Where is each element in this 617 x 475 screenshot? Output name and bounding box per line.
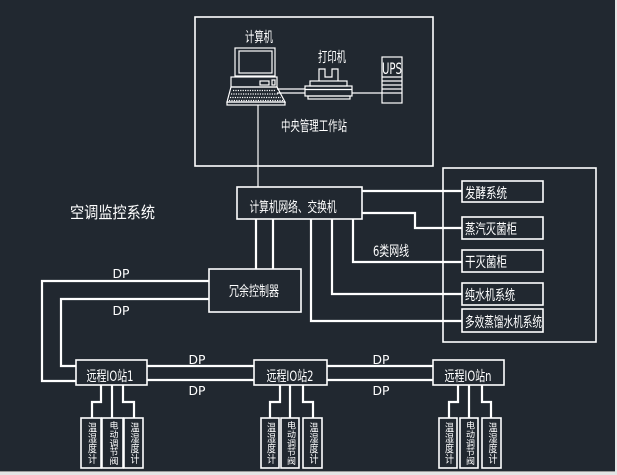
dp-label: DP xyxy=(373,384,390,398)
field-device: 温湿度计 xyxy=(80,417,102,469)
workstation-frame xyxy=(194,16,434,167)
subsystem-item: 蒸汽灭菌柜 xyxy=(461,216,544,240)
field-device: 温湿度计 xyxy=(302,417,323,469)
computer-icon xyxy=(226,47,286,106)
field-device: 电动调节阀 xyxy=(459,417,479,469)
device-link xyxy=(90,385,103,418)
device-link xyxy=(447,385,460,418)
dp-label: DP xyxy=(113,304,130,318)
dp-label: DP xyxy=(189,353,206,367)
field-device: 温湿度计 xyxy=(438,417,458,469)
dp-label: DP xyxy=(189,384,206,398)
io-station-label: 远程IO站n xyxy=(445,369,492,385)
io-station: 远程IO站2 温湿度计 电动调节阀 温湿度计 xyxy=(253,359,328,469)
field-device-label: 温湿度计 xyxy=(129,422,140,465)
central-workstation: 计算机 打印机 xyxy=(194,16,434,167)
io-station-label: 远程IO站1 xyxy=(87,369,134,385)
io-station-label: 远程IO站2 xyxy=(267,369,314,385)
switch-label: 计算机网络、交换机 xyxy=(250,199,337,216)
subsystem-item: 干灭菌柜 xyxy=(461,249,544,273)
computer-label: 计算机 xyxy=(245,30,273,46)
field-device: 电动调节阀 xyxy=(280,417,300,469)
printer-label: 打印机 xyxy=(318,49,346,66)
subsystem-label: 多效蒸馏水机系统 xyxy=(465,314,542,331)
network-switch: 计算机网络、交换机 xyxy=(236,186,363,220)
subsystems-group: 发酵系统 蒸汽灭菌柜 干灭菌柜 纯水机系统 多效蒸馏水机系统 xyxy=(442,167,597,343)
field-device-label: 温湿度计 xyxy=(265,422,276,465)
field-device: 温湿度计 xyxy=(123,417,144,469)
redundant-controller: 冗余控制器 xyxy=(208,268,302,313)
device-link xyxy=(268,385,282,418)
device-link xyxy=(121,385,136,418)
field-device-label: 电动调节阀 xyxy=(108,420,119,466)
subsystem-link xyxy=(309,219,462,323)
dp-bus xyxy=(40,279,209,383)
ups-label: UPS xyxy=(382,59,402,78)
io-station: 远程IO站n 温湿度计 电动调节阀 温湿度计 xyxy=(432,359,505,469)
dp-label: DP xyxy=(373,353,390,367)
controller-box xyxy=(208,268,302,313)
field-device-label: 温湿度计 xyxy=(443,422,454,465)
field-device: 温湿度计 xyxy=(481,417,502,469)
subsystem-item: 多效蒸馏水机系统 xyxy=(461,308,544,333)
controller-label: 冗余控制器 xyxy=(229,283,279,300)
printer-icon xyxy=(304,68,353,100)
field-device-label: 温湿度计 xyxy=(487,422,498,465)
subsystem-link xyxy=(330,219,462,296)
field-device-label: 温湿度计 xyxy=(308,422,319,465)
field-device: 电动调节阀 xyxy=(101,417,124,469)
cable-label: 6类网线 xyxy=(373,244,409,260)
field-device-label: 电动调节阀 xyxy=(464,420,475,466)
device-link xyxy=(301,385,315,418)
device-link xyxy=(480,385,493,418)
subsystem-link xyxy=(351,219,462,264)
subsystem-label: 蒸汽灭菌柜 xyxy=(465,222,517,238)
workstation-label: 中央管理工作站 xyxy=(281,119,347,135)
io-station: 远程IO站1 温湿度计 电动调节阀 温湿度计 xyxy=(75,359,148,469)
field-device: 温湿度计 xyxy=(260,417,280,469)
subsystem-link xyxy=(362,211,462,230)
subsystem-item: 纯水机系统 xyxy=(461,282,544,306)
subsystem-item: 发酵系统 xyxy=(461,180,544,203)
subsystem-label: 发酵系统 xyxy=(465,186,507,202)
ups-icon xyxy=(381,56,403,104)
subsystem-label: 干灭菌柜 xyxy=(465,255,507,271)
subsystems-frame xyxy=(442,167,597,343)
dp-bus xyxy=(59,297,209,368)
subsystem-label: 纯水机系统 xyxy=(465,288,515,304)
diagram-title: 空调监控系统 xyxy=(70,203,155,222)
field-device-label: 电动调节阀 xyxy=(285,420,296,466)
field-device-label: 温湿度计 xyxy=(86,422,97,465)
switch-box xyxy=(236,186,363,220)
dp-label: DP xyxy=(113,267,130,281)
